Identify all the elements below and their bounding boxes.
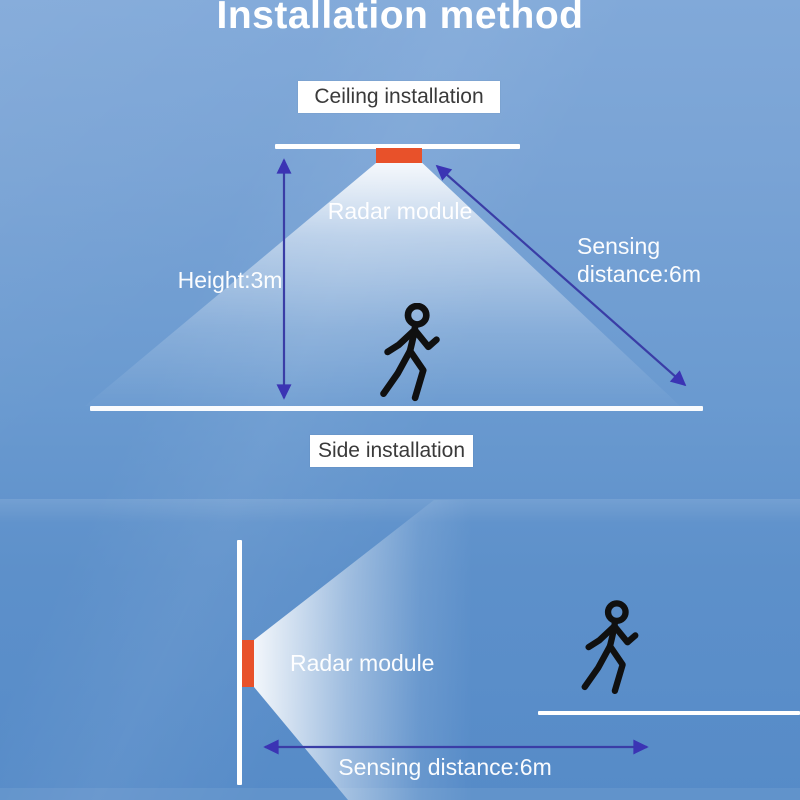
height-label: Height:3m — [177, 267, 283, 293]
floor-line — [90, 406, 703, 411]
person-ground-line — [538, 711, 800, 715]
ceiling-installation-label: Ceiling installation — [298, 81, 500, 113]
walking-person-icon — [581, 600, 639, 695]
page-title: Installation method — [216, 0, 584, 37]
sensing-distance-label-side: Sensing distance:6m — [338, 754, 552, 780]
radar-module-block-side — [242, 640, 254, 687]
radar-module-block-ceiling — [376, 148, 422, 163]
walking-person-icon — [380, 303, 440, 402]
section-seam — [0, 499, 800, 523]
radar-module-label-ceiling: Radar module — [327, 198, 473, 224]
wall-line — [237, 540, 242, 785]
radar-module-label-side: Radar module — [290, 650, 435, 676]
ceiling-line — [275, 144, 520, 149]
sensing-distance-label-ceiling: Sensing distance:6m — [577, 233, 702, 287]
side-installation-label: Side installation — [310, 435, 473, 467]
